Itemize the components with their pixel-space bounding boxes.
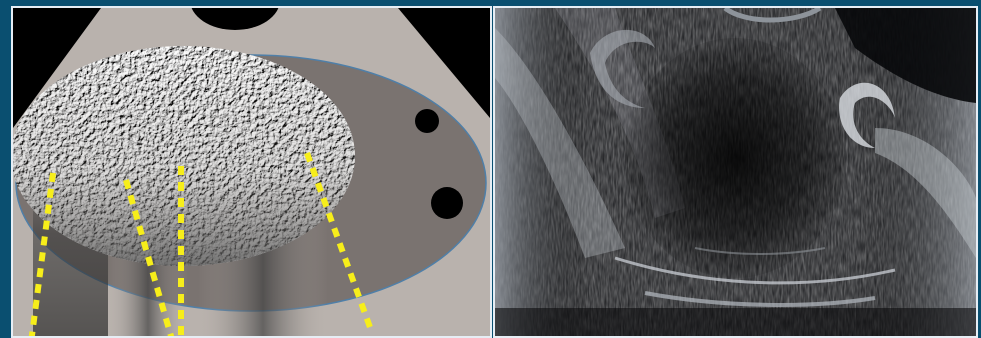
schematic-panel [11, 6, 492, 338]
ultrasound-svg [495, 8, 976, 336]
schematic-svg [13, 8, 490, 336]
anechoic-spot-large [431, 187, 463, 219]
central-hypoechoic-region [625, 38, 845, 278]
ultrasound-panel [493, 6, 978, 338]
anechoic-spot-small [415, 109, 439, 133]
